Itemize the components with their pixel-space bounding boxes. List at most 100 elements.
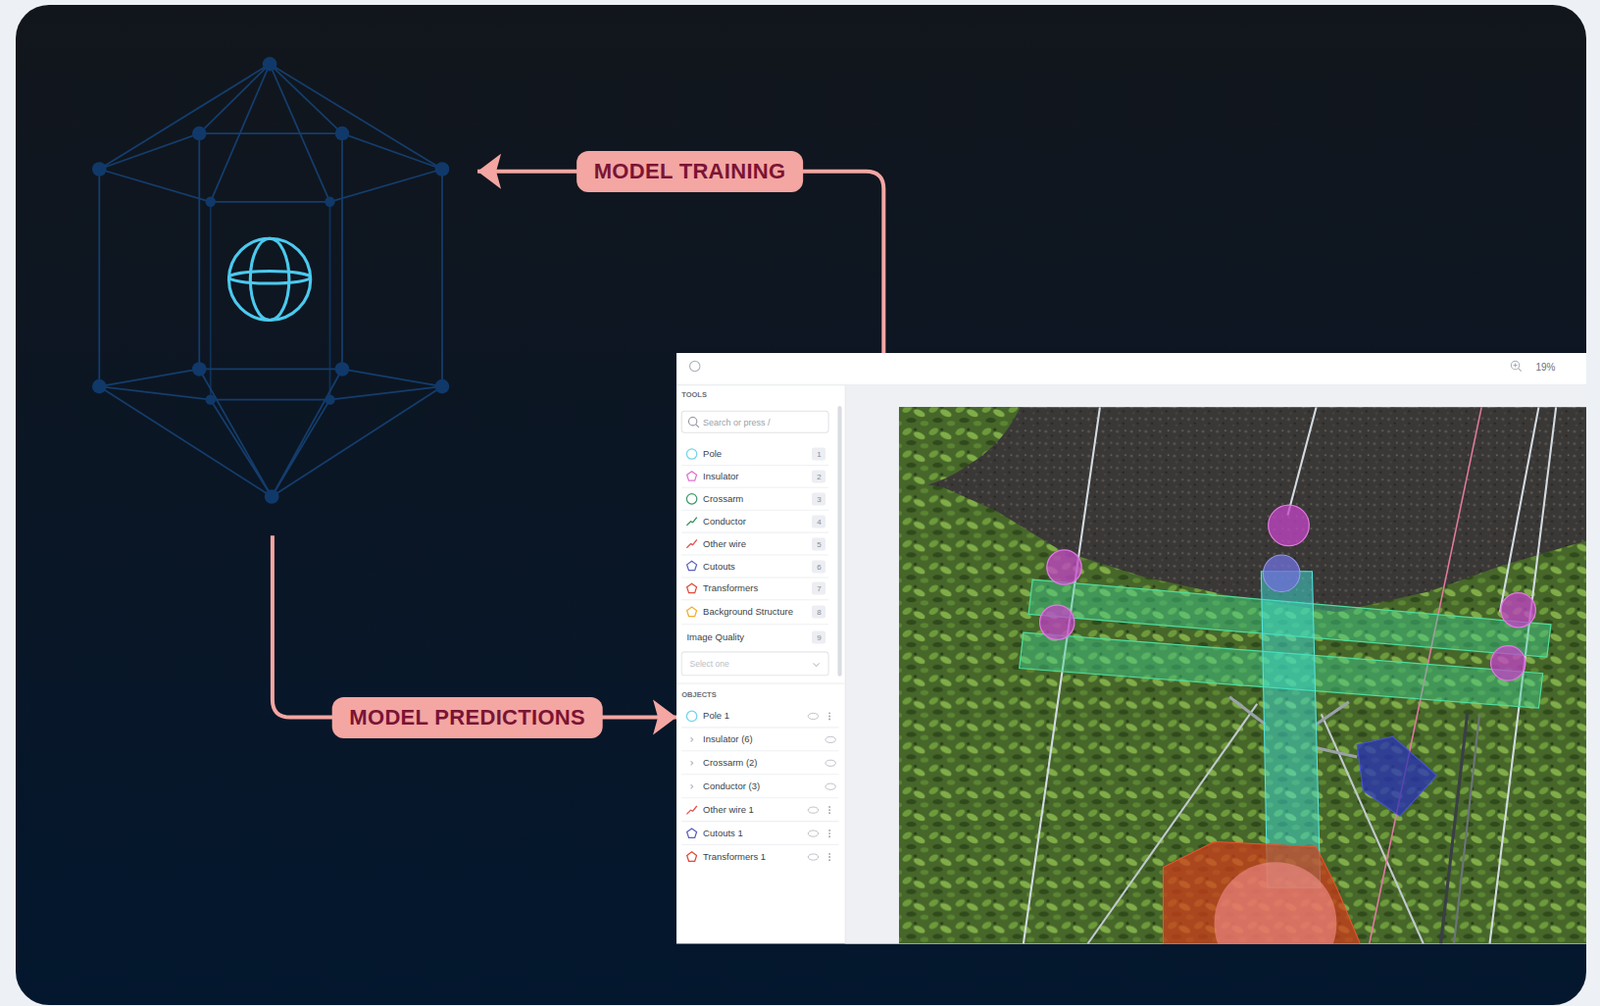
insulator-masks — [1268, 504, 1310, 547]
flow-arrow — [272, 535, 677, 717]
wireframe-vertices — [334, 126, 350, 142]
row-dividers — [681, 623, 829, 625]
aerial-photo — [899, 406, 1588, 944]
list-item: Transformers — [702, 583, 758, 595]
object-icons — [691, 737, 694, 742]
wireframe-vertices — [204, 395, 215, 405]
object-icons — [687, 828, 698, 838]
list-item: Cutouts 1 — [702, 827, 744, 839]
select-box — [681, 651, 829, 676]
visibility-icons — [807, 712, 836, 860]
visibility-icons — [825, 759, 836, 766]
tool-icons — [686, 517, 697, 526]
tool-icons — [687, 560, 698, 570]
visibility-icons — [807, 712, 818, 719]
wireframe-vertices — [192, 361, 207, 377]
globe-icon — [228, 238, 310, 320]
wireframe-vertices — [92, 56, 450, 504]
canvas-ground — [846, 385, 1588, 944]
annotation-tool-window — [676, 352, 1587, 944]
menu-dots — [828, 718, 831, 721]
row-dividers — [676, 683, 846, 685]
wireframe-vertices — [324, 197, 335, 207]
insulator-masks — [1500, 593, 1536, 628]
list-item: Conductor (3) — [702, 781, 760, 793]
insulator-masks — [1040, 504, 1537, 681]
section-heading: TOOLS — [681, 389, 707, 399]
globe-icon — [228, 271, 310, 284]
wireframe-edges — [209, 201, 330, 400]
insulator-mask — [1263, 554, 1300, 592]
tool-icons — [687, 471, 698, 481]
row-dividers — [681, 554, 829, 556]
aerial-photo — [899, 406, 1588, 944]
list-item: Transformers 1 — [702, 850, 766, 862]
menu-dots — [828, 855, 831, 858]
edge-label-pill: MODEL TRAINING — [576, 150, 804, 193]
list-item: Crossarm — [702, 493, 744, 504]
list-item: Background Structure — [702, 606, 794, 618]
toolbar-icons — [1510, 360, 1519, 369]
menu-dots — [828, 711, 831, 714]
wireframe-vertices — [192, 126, 207, 142]
shortcut-key: 2 — [811, 469, 826, 483]
list-item: Insulator — [702, 470, 739, 482]
sidebar-border — [845, 385, 847, 944]
wireframe-vertices — [204, 197, 215, 207]
object-icons — [686, 710, 697, 861]
zoom-level: 19% — [1535, 361, 1555, 374]
visibility-icons — [825, 783, 836, 790]
wireframe-edges — [99, 64, 443, 498]
braces — [1316, 701, 1350, 725]
model-node — [92, 55, 478, 536]
menu-dots — [828, 835, 831, 838]
row-dividers — [681, 487, 829, 489]
shortcut-key: 7 — [811, 582, 826, 596]
wireframe-vertices — [434, 161, 450, 177]
wireframe-edges — [99, 64, 443, 202]
tool-icons — [687, 583, 698, 593]
wireframe-vertices — [92, 161, 107, 177]
list-item: Conductor — [702, 515, 747, 527]
object-icons — [691, 784, 694, 789]
menu-dots — [828, 711, 831, 861]
visibility-icons — [825, 736, 836, 743]
search-box — [696, 424, 700, 428]
shortcut-key: 8 — [811, 605, 826, 619]
globe-icon — [250, 238, 290, 320]
object-icons — [686, 710, 697, 721]
edge-label-pill: MODEL PREDICTIONS — [331, 697, 603, 739]
wireframe-vertices — [324, 395, 335, 405]
shortcut-key: 9 — [811, 631, 826, 645]
braces — [1316, 748, 1358, 757]
tool-icons — [687, 606, 698, 616]
object-icons — [691, 760, 694, 765]
search-placeholder: Search or press / — [702, 416, 771, 428]
wireframe-vertices — [261, 56, 277, 72]
wires — [1453, 713, 1480, 944]
search-box — [681, 410, 829, 433]
braces — [1229, 697, 1265, 725]
visibility-icons — [807, 806, 818, 813]
wireframe-vertices — [92, 379, 107, 395]
list-item: Other wire — [702, 538, 747, 550]
wireframe-vertices — [264, 489, 280, 504]
select-placeholder: Select one — [690, 658, 730, 669]
wires — [1500, 406, 1540, 612]
shortcut-key: 3 — [811, 492, 826, 505]
row-dividers — [676, 464, 846, 845]
visibility-icons — [807, 830, 818, 837]
tool-icons — [686, 449, 697, 617]
row-dividers — [681, 576, 829, 578]
row-dividers — [681, 509, 829, 511]
wireframe-vertices — [434, 379, 450, 395]
wireframe-vertices — [334, 361, 350, 377]
search-box — [681, 410, 829, 433]
menu-dots — [828, 829, 831, 832]
wireframe-edges — [99, 369, 443, 498]
wires — [1023, 406, 1100, 944]
row-dividers — [681, 599, 829, 600]
menu-dots — [828, 715, 831, 718]
